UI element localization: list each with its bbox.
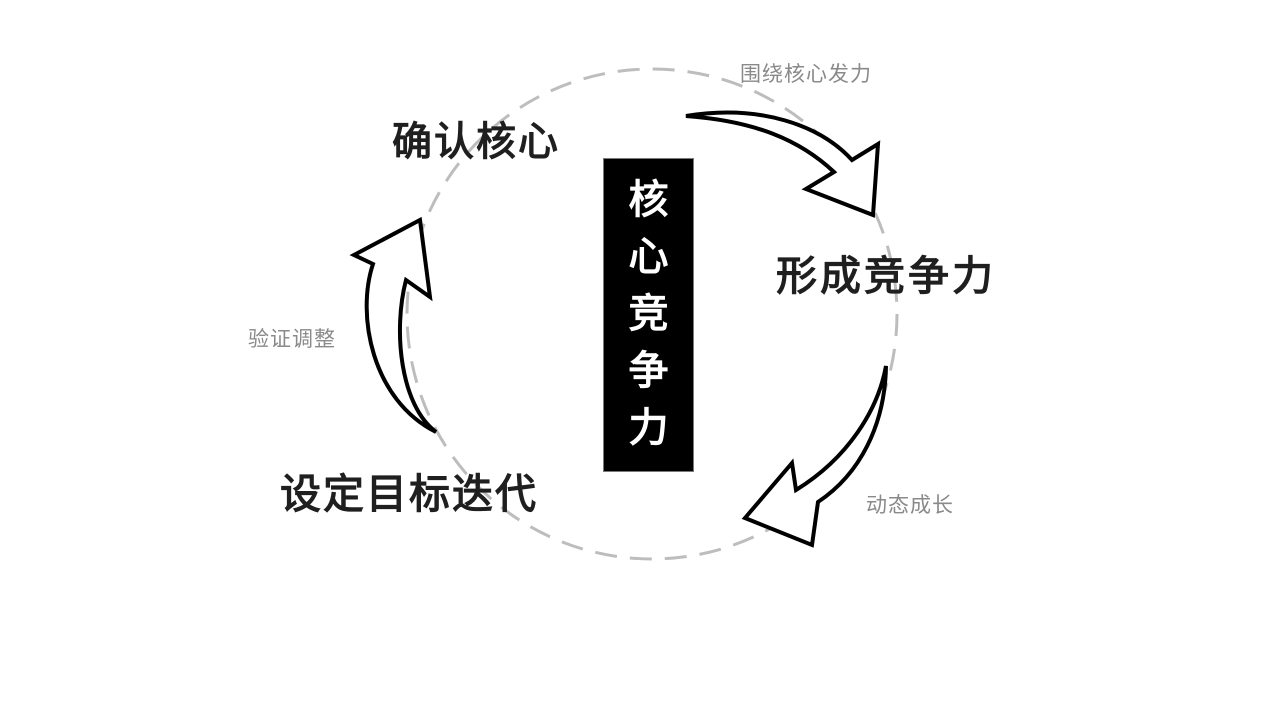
arrow-label-verify-adjust: 验证调整 — [248, 327, 336, 351]
center-title-char: 争 — [628, 347, 669, 394]
step-set-goals-iterate: 设定目标迭代 — [280, 470, 538, 518]
arrow-left — [349, 216, 438, 434]
center-title-char: 力 — [628, 404, 669, 451]
arrow-top-right — [685, 110, 881, 218]
arrow-label-dynamic-growth: 动态成长 — [866, 493, 954, 517]
center-title-char: 核 — [628, 176, 669, 223]
center-title-char: 心 — [628, 233, 669, 280]
arrow-label-focus-on-core: 围绕核心发力 — [740, 62, 872, 86]
center-title-box: 核心竞争力 — [603, 158, 694, 472]
center-title-char: 竞 — [628, 290, 669, 337]
arrow-bottom-right — [741, 365, 888, 548]
cycle-ring — [405, 67, 899, 561]
step-build-competitiveness: 形成竞争力 — [776, 252, 996, 300]
center-title: 核心竞争力 — [604, 171, 693, 456]
step-identify-core: 确认核心 — [392, 119, 560, 165]
